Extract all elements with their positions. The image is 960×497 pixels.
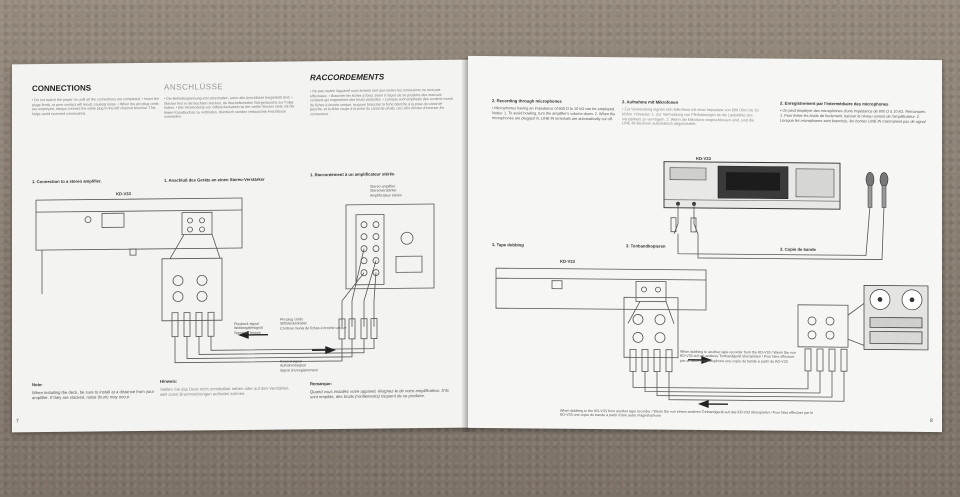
- page-number-right: 8: [930, 417, 933, 424]
- note-title-en: Note:: [32, 382, 43, 388]
- deck-jack-zoom: [161, 257, 223, 322]
- connection-diagram-right: [495, 161, 929, 409]
- deck-rear-panel: [35, 197, 243, 251]
- left-page: CONNECTIONS ANSCHLÜSSE RACCORDEMENTS • D…: [12, 59, 468, 433]
- deck-front-view: [663, 161, 841, 210]
- connection-diagram-left: [35, 197, 435, 364]
- record-signal-label: Record signal Aufnahmesignal Signal d'en…: [280, 359, 318, 373]
- pin-plug-cords-label: Pin-plug cords Stiftsteckerkabel Cordons…: [280, 317, 347, 331]
- note-text-fr: Quand vous installez votre appareil, élo…: [310, 387, 449, 400]
- microphones: [865, 172, 889, 208]
- amplifier-label: Stereo amplifier Stereoverstärker Amplif…: [370, 184, 402, 198]
- deck-rear-panel-right: [495, 267, 707, 311]
- dub-note: When dubbing to another tape recorder fr…: [680, 349, 796, 364]
- page-number-left: 7: [16, 418, 19, 425]
- note-title-de: Hinweis:: [160, 378, 178, 384]
- note-text-en: When installing the deck, be sure to ins…: [32, 388, 154, 401]
- reel-jack-zoom: [797, 304, 849, 348]
- deck-jack-zoom-right: [623, 296, 679, 359]
- note-text-de: Stellen Sie das Deck nicht unmittelbar n…: [160, 385, 290, 398]
- amplifier-panel: [345, 203, 435, 290]
- note-title-fr: Remarque:: [310, 381, 332, 387]
- playback-signal-label: Playback signal Wiedergabesignal Signal …: [234, 321, 263, 335]
- right-page: 2. Recording through microphones 2. Aufn…: [468, 55, 942, 433]
- reel-to-reel-recorder: [863, 285, 929, 351]
